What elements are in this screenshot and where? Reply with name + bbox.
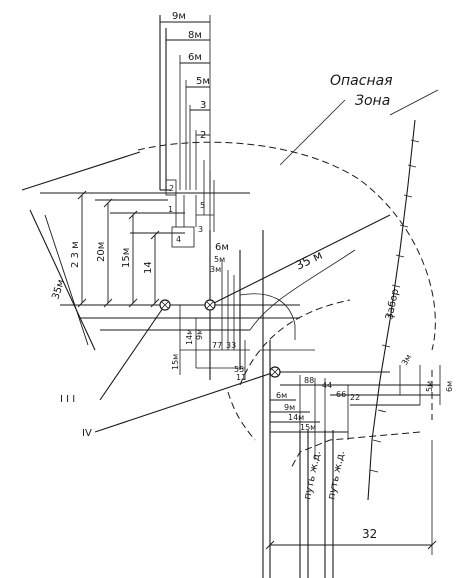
track-label-1: путь ж.д. [302, 450, 323, 501]
small-label-55: 55 [234, 365, 244, 374]
fence-ticks [369, 139, 420, 473]
small-label-2: 2 [169, 184, 174, 193]
small-label-33: 33 [226, 341, 236, 350]
lower-dim-14m: 14м [185, 329, 194, 345]
fence-label: Забор [384, 288, 401, 321]
mid-dim-6m: 6м [215, 242, 229, 253]
right-label-22: 22 [350, 393, 360, 402]
mid-dim-5m: 5м [214, 255, 225, 264]
left-boundary-line [21, 151, 141, 191]
small-label-11: 11 [236, 373, 246, 382]
mid-arc [249, 249, 356, 331]
bottom-dim-15m: 15м [300, 423, 316, 432]
crane-iv-marker [269, 366, 281, 378]
lower-dim-15m: 15м [171, 354, 180, 370]
mid-dim-3m: 3м [210, 265, 221, 274]
top-dim-9m: 9м [172, 11, 186, 22]
left-dim-14: 14 [143, 261, 154, 274]
tick-32-left [265, 540, 275, 550]
top-dim-2: 2 [200, 130, 206, 141]
radius-35-label: 35 м [293, 248, 324, 273]
top-dim-6m: 6м [188, 52, 202, 63]
radius-35-line [209, 214, 391, 306]
top-dim-5m: 5м [196, 76, 210, 87]
right-dim-3m: 3м [400, 353, 413, 367]
crane-i-marker [159, 299, 171, 311]
bottom-dim-6m: 6м [276, 391, 287, 400]
crane-label-iv: IV [82, 428, 92, 439]
title-leader-1 [279, 99, 346, 166]
title-line-2: Зона [355, 93, 390, 109]
top-dim-3: 3 [200, 100, 206, 111]
small-label-5: 5 [200, 201, 205, 210]
right-dim-5m: 5м [425, 381, 434, 392]
top-dim-8m: 8м [188, 30, 202, 41]
inner-arc [239, 293, 296, 340]
left-dim-35: 35м [50, 278, 67, 301]
title-leader-2 [389, 89, 439, 116]
railway-tracks [299, 430, 334, 578]
small-label-4: 4 [176, 235, 181, 244]
crane-iii-leader [99, 304, 166, 401]
crane-iv-leader [94, 371, 276, 433]
dim-35-left [44, 214, 89, 346]
dashed-inner-arc [239, 299, 351, 386]
left-dim-23: 2 3 м [70, 241, 81, 268]
title-line-1: Опасная [330, 73, 393, 89]
left-oblique-line [29, 209, 96, 351]
lower-dim-9m: 9м [195, 329, 204, 340]
crane-label-iii: I I I [60, 394, 75, 405]
fence-line [367, 119, 416, 501]
small-label-1: 1 [168, 205, 173, 214]
left-dim-15: 15м [121, 248, 132, 268]
center-work-area [179, 260, 315, 380]
lower-dim-lines [270, 399, 348, 433]
right-label-88: 88 [304, 376, 314, 385]
track-label-2: путь ж.д. [326, 450, 347, 501]
bottom-dim-14m: 14м [288, 413, 304, 422]
right-label-66: 66 [336, 390, 346, 399]
dim-ticks-left [77, 190, 160, 308]
crane-ii-marker [204, 299, 216, 311]
small-label-77: 77 [212, 341, 222, 350]
right-dim-block [280, 365, 441, 460]
left-dim-20: 20м [96, 242, 107, 262]
top-dim-lines [160, 15, 211, 190]
right-dim-6m: 6м [445, 381, 454, 392]
small-label-3: 3 [198, 225, 203, 234]
right-label-44: 44 [322, 381, 332, 390]
bottom-dim-9m: 9м [284, 403, 295, 412]
bottom-width-32: 32 [362, 527, 377, 541]
